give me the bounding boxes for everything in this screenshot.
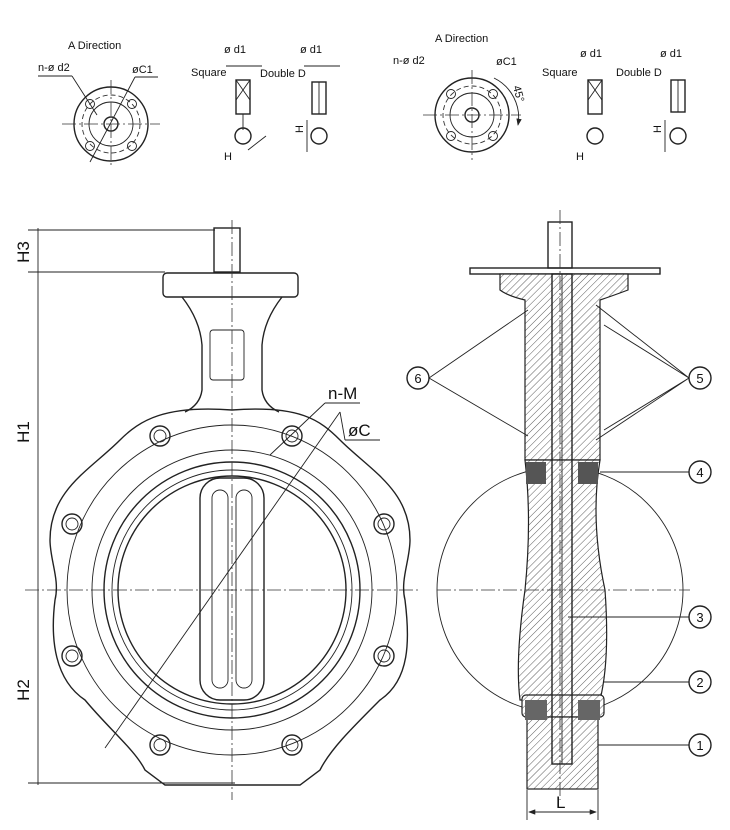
detail-flange-a-right: A Direction n-ø d2 øC1 45° <box>393 33 526 160</box>
detail-double-d-stem-left: ø d1 Double D H <box>260 44 340 152</box>
body-neck <box>499 273 629 461</box>
side-view: L 6 5 4 3 2 1 <box>406 210 712 820</box>
double-d1-label: ø d1 <box>660 48 682 60</box>
svg-text:3: 3 <box>696 610 703 625</box>
nameplate <box>209 329 245 381</box>
balloon-4: 4 <box>688 460 712 484</box>
dim-h2: H2 <box>14 679 33 701</box>
pcd-label: øC1 <box>132 64 153 76</box>
square-d1-label: ø d1 <box>224 44 246 56</box>
pcd-label: øC1 <box>496 56 517 68</box>
balloon-3: 3 <box>688 605 712 629</box>
square-label: Square <box>191 67 226 79</box>
detail-square-stem-right: ø d1 Square H <box>542 48 604 163</box>
angle-label: 45° <box>510 84 526 103</box>
holes-label: n-ø d2 <box>38 62 70 74</box>
valve-body <box>49 408 411 786</box>
balloon-5: 5 <box>688 366 712 390</box>
bolt-holes <box>61 425 395 756</box>
detail-square-stem-left: ø d1 Square H <box>191 44 267 163</box>
square-h-label: H <box>224 151 232 163</box>
balloon-6: 6 <box>406 366 430 390</box>
square-label: Square <box>542 67 577 79</box>
top-flange <box>162 272 299 298</box>
square-d1-label: ø d1 <box>580 48 602 60</box>
label-n-m: n-M <box>328 384 357 403</box>
dim-h1: H1 <box>14 421 33 443</box>
stem-square <box>213 227 241 273</box>
balloon-1: 1 <box>688 733 712 757</box>
detail-flange-a-left: A Direction n-ø d2 øC1 <box>38 40 160 168</box>
front-view: H3 H1 H2 n-M øC <box>14 220 420 800</box>
detail-double-d-stem-right: ø d1 Double D H <box>616 48 687 152</box>
svg-text:1: 1 <box>696 738 703 753</box>
svg-text:2: 2 <box>696 675 703 690</box>
double-h-label: H <box>652 125 664 133</box>
balloon-2: 2 <box>688 670 712 694</box>
double-d-label: Double D <box>260 68 306 80</box>
label-phi-c: øC <box>348 421 371 440</box>
dim-l: L <box>556 793 565 812</box>
svg-text:5: 5 <box>696 371 703 386</box>
square-h-label: H <box>576 151 584 163</box>
holes-label: n-ø d2 <box>393 55 425 67</box>
body-bottom <box>526 716 599 790</box>
double-d-label: Double D <box>616 67 662 79</box>
dim-h3: H3 <box>14 241 33 263</box>
svg-text:6: 6 <box>414 371 421 386</box>
svg-text:4: 4 <box>696 465 703 480</box>
detail-title: A Direction <box>435 33 488 45</box>
double-d1-label: ø d1 <box>300 44 322 56</box>
disc-section <box>517 459 608 701</box>
detail-title: A Direction <box>68 40 121 52</box>
double-h-label: H <box>294 125 306 133</box>
